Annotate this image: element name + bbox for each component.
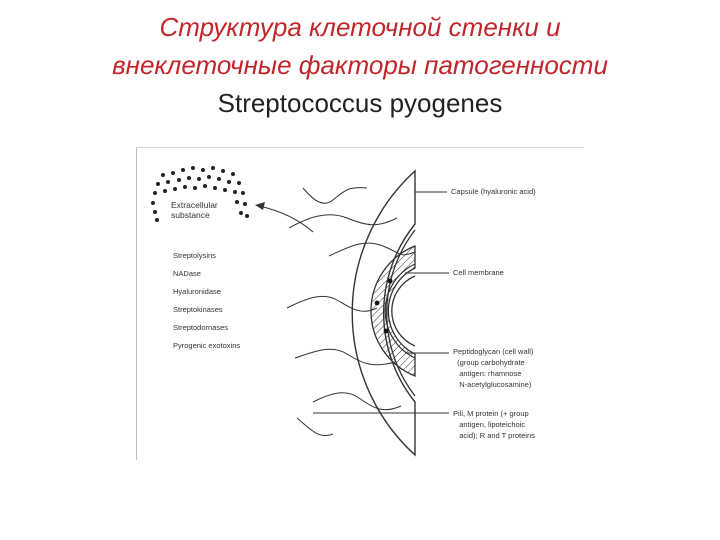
peptidoglycan-label-line-1: Peptidoglycan (cell wall) xyxy=(453,347,534,356)
peptidoglycan-label: Peptidoglycan (cell wall) (group carbohy… xyxy=(453,346,533,390)
extracellular-factor-item: Hyaluronidase xyxy=(173,287,221,296)
pili-label-line-1: Pili, M protein (+ group xyxy=(453,409,529,418)
title-line-2: внеклеточные факторы патогенности xyxy=(112,50,608,80)
extracellular-factor-item: Streptodornases xyxy=(173,323,229,332)
extracellular-factor-item: Streptokinases xyxy=(173,305,223,314)
pili-label-line-3: acid); R and T proteins xyxy=(459,431,535,440)
capsule-label: Capsule (hyaluronic acid) xyxy=(451,187,536,196)
extracellular-factor-item: NADase xyxy=(173,269,201,278)
pili-label: Pili, M protein (+ group antigen, lipote… xyxy=(453,408,535,441)
peptidoglycan-label-line-4: N-acetylglucosamine) xyxy=(459,380,532,389)
extracellular-label-line-1: Extracellular xyxy=(171,200,218,210)
cell-wall-drawing xyxy=(151,166,449,457)
title-line-3: Streptococcus pyogenes xyxy=(217,88,503,118)
extracellular-factor-item: Streptolysins xyxy=(173,251,216,260)
extracellular-dots xyxy=(151,166,249,222)
pili-strands xyxy=(286,187,416,436)
title-line-1: Структура клеточной стенки и xyxy=(159,12,561,42)
cell-membrane-inner-arc xyxy=(391,275,416,347)
extracellular-factor-item: Pyrogenic exotoxins xyxy=(173,341,241,350)
peptidoglycan-label-line-3: antigen: rhamnose xyxy=(459,369,522,378)
leader-lines xyxy=(313,191,449,414)
peptidoglycan-label-line-2: (group carbohydrate xyxy=(457,358,525,367)
extracellular-label: Extracellular substance xyxy=(171,200,218,220)
membrane-dots xyxy=(374,278,393,334)
extracellular-arrow xyxy=(255,202,314,233)
extracellular-label-line-2: substance xyxy=(171,210,210,220)
pili-label-line-2: antigen, lipoteichoic xyxy=(459,420,526,429)
cell-membrane-label: Cell membrane xyxy=(453,268,504,277)
peptidoglycan-layer xyxy=(370,245,416,377)
cell-wall-diagram: Extracellular substance Streptolysins NA… xyxy=(136,147,584,460)
cell-membrane-outer-arc xyxy=(384,263,416,359)
slide-title: Структура клеточной стенки и внеклеточны… xyxy=(40,8,680,122)
